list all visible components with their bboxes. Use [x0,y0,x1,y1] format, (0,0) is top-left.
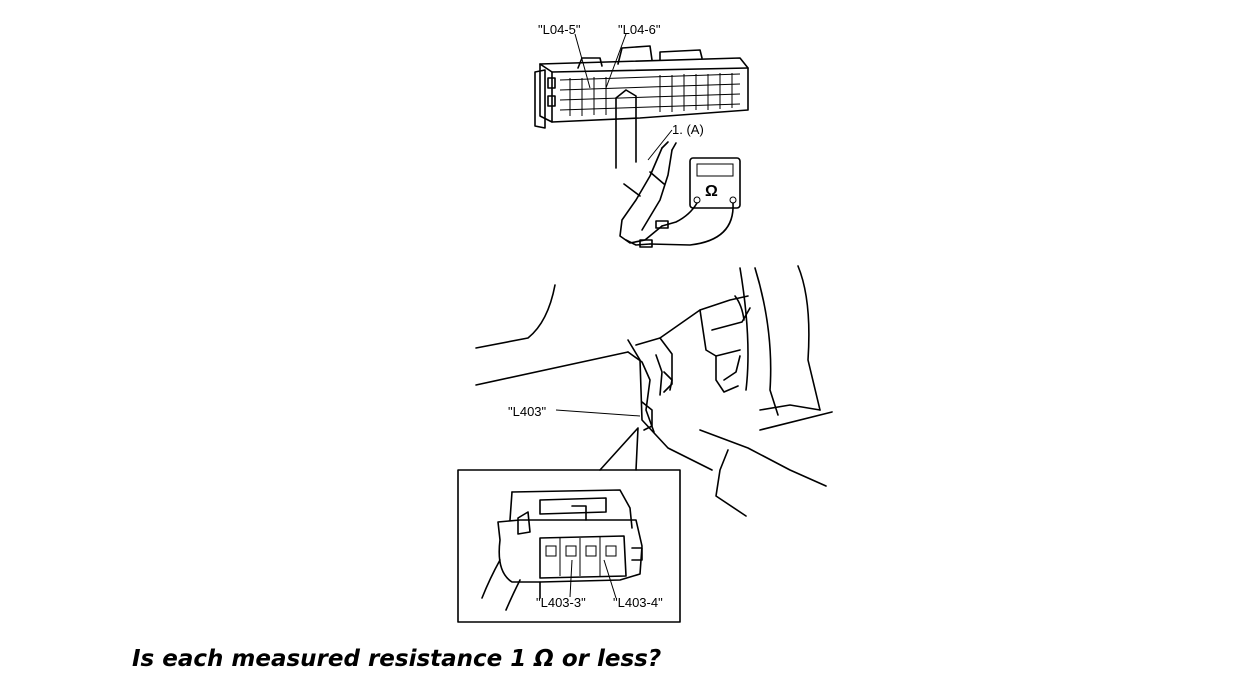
leader-meter [647,129,673,161]
label-l04-6: "L04-6" [618,22,661,37]
label-l403-3: "L403-3" [536,595,586,610]
leader-l403-3 [569,559,573,598]
leader-l04-5 [574,33,591,89]
ecm-connector [534,45,749,169]
l403-connector-inset [457,469,681,623]
inset-frame [457,469,681,623]
leader-l403-4 [603,559,617,599]
label-meter-connection: 1. (A) [672,122,704,137]
label-l403: "L403" [508,404,547,419]
label-l04-5: "L04-5" [538,22,581,37]
leader-l403 [555,409,641,417]
multimeter: Ω [619,141,741,248]
multimeter-body [689,157,741,209]
vehicle-body [475,265,833,517]
question-text: Is each measured resistance 1 Ω or less? [132,646,662,672]
multimeter-display [696,163,734,177]
label-l403-4: "L403-4" [613,595,663,610]
leader-l04-6 [605,33,627,89]
ohm-icon: Ω [705,183,718,200]
